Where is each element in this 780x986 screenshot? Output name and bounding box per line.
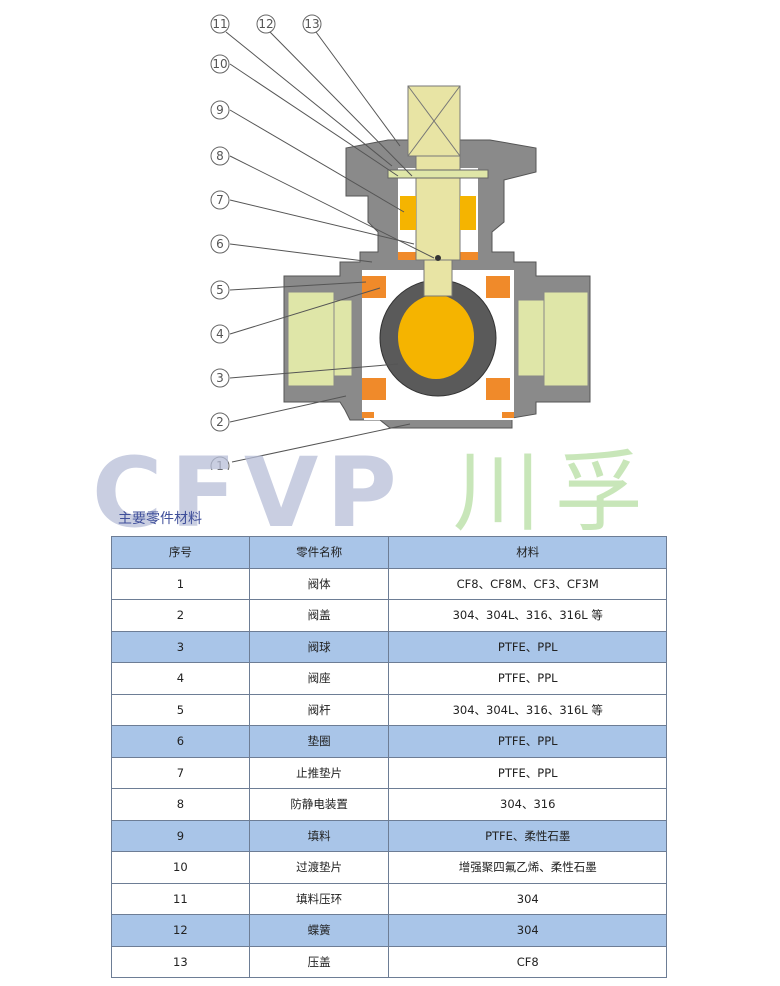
callout-2: 2 — [216, 415, 224, 429]
cell-name: 垫圈 — [248, 725, 390, 758]
callout-12: 12 — [258, 17, 273, 31]
callout-9: 9 — [216, 103, 224, 117]
callout-13: 13 — [304, 17, 319, 31]
callout-11: 11 — [212, 17, 227, 31]
valve-section-diagram: 1 2 3 4 5 6 7 8 9 10 11 12 13 — [210, 14, 591, 470]
cell-material: PTFE、PPL — [388, 725, 667, 758]
cell-no: 1 — [111, 567, 250, 600]
cell-name: 过渡垫片 — [248, 851, 390, 884]
packing — [387, 169, 489, 230]
callout-8: 8 — [216, 149, 224, 163]
cell-material: 304、304L、316、316L 等 — [388, 599, 667, 632]
cell-material: PTFE、柔性石墨 — [388, 819, 667, 852]
cell-material: 304 — [388, 882, 667, 915]
callout-7: 7 — [216, 193, 224, 207]
cell-no: 8 — [111, 788, 250, 821]
cell-no: 7 — [111, 756, 250, 789]
cell-name: 阀体 — [248, 567, 390, 600]
cell-name: 防静电装置 — [248, 788, 390, 821]
pipe-ends — [287, 291, 589, 387]
cell-no: 3 — [111, 630, 250, 663]
cell-name: 填料 — [248, 819, 390, 852]
table-header-row: 序号 零件名称 材料 — [111, 536, 667, 569]
cell-material: 304、304L、316、316L 等 — [388, 693, 667, 726]
cell-name: 阀座 — [248, 662, 390, 695]
callout-4: 4 — [216, 327, 224, 341]
cell-no: 9 — [111, 819, 250, 852]
cell-name: 止推垫片 — [248, 756, 390, 789]
cell-name: 阀杆 — [248, 693, 390, 726]
valve-stem — [407, 85, 461, 297]
callout-labels: 1 2 3 4 5 6 7 8 9 10 11 12 13 — [210, 14, 322, 470]
header-no: 序号 — [111, 536, 250, 569]
cell-material: CF8、CF8M、CF3、CF3M — [388, 567, 667, 600]
callout-10: 10 — [212, 57, 227, 71]
cell-material: 304、316 — [388, 788, 667, 821]
cell-name: 蝶簧 — [248, 914, 390, 947]
cell-material: 增强聚四氟乙烯、柔性石墨 — [388, 851, 667, 884]
cell-name: 阀球 — [248, 630, 390, 663]
cell-material: PTFE、PPL — [388, 630, 667, 663]
cell-no: 12 — [111, 914, 250, 947]
cell-name: 压盖 — [248, 945, 390, 978]
cell-no: 4 — [111, 662, 250, 695]
cell-no: 10 — [111, 851, 250, 884]
callout-1: 1 — [216, 459, 224, 470]
section-title: 主要零件材料 — [118, 511, 202, 527]
cell-name: 阀盖 — [248, 599, 390, 632]
cell-no: 2 — [111, 599, 250, 632]
cell-no: 11 — [111, 882, 250, 915]
valve-ball — [379, 279, 497, 397]
cell-no: 6 — [111, 725, 250, 758]
cell-material: PTFE、PPL — [388, 662, 667, 695]
cell-no: 5 — [111, 693, 250, 726]
cell-material: PTFE、PPL — [388, 756, 667, 789]
callout-6: 6 — [216, 237, 224, 251]
header-name: 零件名称 — [248, 536, 390, 569]
callout-5: 5 — [216, 283, 224, 297]
cell-material: CF8 — [388, 945, 667, 978]
cell-material: 304 — [388, 914, 667, 947]
header-material: 材料 — [388, 536, 667, 569]
cell-name: 填料压环 — [248, 882, 390, 915]
cell-no: 13 — [111, 945, 250, 978]
leader-lines — [225, 31, 435, 463]
callout-3: 3 — [216, 371, 224, 385]
